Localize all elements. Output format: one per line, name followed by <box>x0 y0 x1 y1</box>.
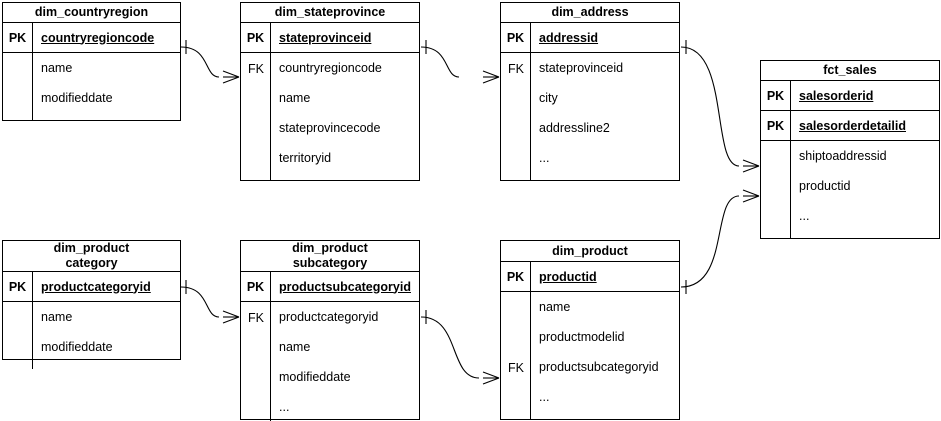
key-field-name: productid <box>539 269 597 284</box>
attribute: stateprovinceid <box>539 61 624 75</box>
attribute: countryregioncode <box>279 61 382 75</box>
fk-tag: FK <box>508 62 524 76</box>
attribute-list: name productmodelid productsubcategoryid… <box>531 292 679 419</box>
entity-title: dim_address <box>501 3 679 23</box>
attribute-section: FK countryregioncode name stateprovincec… <box>241 53 419 180</box>
key-tag: PK <box>501 262 531 291</box>
attribute: modifieddate <box>279 370 351 384</box>
key-row: PK stateprovinceid <box>241 23 419 53</box>
relationship-address-fctsales <box>680 46 740 167</box>
key-tag: PK <box>3 272 33 301</box>
attribute: territoryid <box>279 151 332 165</box>
key-row: PK salesorderid <box>761 81 939 111</box>
attribute: city <box>539 91 558 105</box>
fk-tag: FK <box>508 361 524 375</box>
key-row: PK productcategoryid <box>3 272 180 302</box>
key-row: PK salesorderdetailid <box>761 111 939 141</box>
attribute-section: name modifieddate <box>3 53 180 120</box>
key-tag: PK <box>241 272 271 301</box>
attribute: addressline2 <box>539 121 610 135</box>
key-row: PK productsubcategoryid <box>241 272 419 302</box>
relationship-countryregion-stateprovince <box>180 46 220 78</box>
entity-title: dim_stateprovince <box>241 3 419 23</box>
fk-tag: FK <box>248 311 264 325</box>
attribute: productsubcategoryid <box>539 360 659 374</box>
fk-column <box>3 302 33 369</box>
attribute-section: FK stateprovinceid city addressline2 ... <box>501 53 679 180</box>
entity-title: dim_product category <box>3 241 180 272</box>
key-field-name: addressid <box>539 30 599 45</box>
relationship-productcategory-productsubcategory <box>180 286 220 318</box>
fk-column: FK <box>501 292 531 419</box>
relationship-product-fctsales <box>680 195 740 288</box>
fk-column: FK <box>501 53 531 180</box>
crowsfoot-marker <box>222 70 240 84</box>
entity-dim-product-category[interactable]: dim_product category PK productcategoryi… <box>2 240 181 369</box>
attribute-list: productcategoryid name modifieddate ... <box>271 302 419 421</box>
crowsfoot-marker <box>482 371 500 385</box>
relationship-stateprovince-address <box>420 46 460 78</box>
attribute: productmodelid <box>539 330 625 344</box>
entity-title: dim_product <box>501 241 679 262</box>
attribute: modifieddate <box>41 340 113 354</box>
key-field-name: productsubcategoryid <box>279 279 411 294</box>
crowsfoot-marker <box>222 310 240 324</box>
attribute: productcategoryid <box>279 310 379 324</box>
attribute-section: FK productcategoryid name modifieddate .… <box>241 302 419 421</box>
attribute: name <box>279 91 311 105</box>
attribute: modifieddate <box>41 91 113 105</box>
attribute: ... <box>539 390 550 404</box>
entity-title: dim_product subcategory <box>241 241 419 272</box>
fk-column <box>3 53 33 120</box>
attribute-list: name modifieddate <box>33 302 180 369</box>
attribute-section: FK name productmodelid productsubcategor… <box>501 292 679 419</box>
crowsfoot-marker <box>482 70 500 84</box>
attribute: ... <box>799 209 810 223</box>
key-field-name: salesorderid <box>799 88 874 103</box>
entity-fct-sales[interactable]: fct_sales PK salesorderid PK salesorderd… <box>760 60 940 239</box>
entity-dim-stateprovince[interactable]: dim_stateprovince PK stateprovinceid FK … <box>240 2 420 181</box>
attribute-list: stateprovinceid city addressline2 ... <box>531 53 679 180</box>
fk-column: FK <box>241 53 271 180</box>
key-tag: PK <box>761 111 791 140</box>
attribute: name <box>41 61 73 75</box>
entity-dim-product[interactable]: dim_product PK productid FK name product… <box>500 240 680 420</box>
key-field-name: countryregioncode <box>41 30 155 45</box>
attribute-list: name modifieddate <box>33 53 180 120</box>
attribute: stateprovincecode <box>279 121 381 135</box>
entity-title: fct_sales <box>761 61 939 81</box>
entity-dim-product-subcategory[interactable]: dim_product subcategory PK productsubcat… <box>240 240 420 421</box>
entity-dim-address[interactable]: dim_address PK addressid FK stateprovinc… <box>500 2 680 181</box>
key-field-name: stateprovinceid <box>279 30 372 45</box>
attribute: ... <box>279 400 290 414</box>
key-tag: PK <box>241 23 271 52</box>
fk-column: FK <box>241 302 271 421</box>
key-tag: PK <box>761 81 791 110</box>
attribute-list: shiptoaddressid productid ... <box>791 141 939 238</box>
attribute: productid <box>799 179 851 193</box>
fk-column <box>761 141 791 238</box>
key-field-name: salesorderdetailid <box>799 118 906 133</box>
relationship-productsubcategory-product <box>420 316 480 379</box>
key-row: PK productid <box>501 262 679 292</box>
attribute: name <box>539 300 571 314</box>
entity-title: dim_countryregion <box>3 3 180 23</box>
crowsfoot-marker <box>742 159 760 173</box>
attribute: ... <box>539 151 550 165</box>
key-row: PK addressid <box>501 23 679 53</box>
key-field-name: productcategoryid <box>41 279 151 294</box>
attribute: name <box>41 310 73 324</box>
attribute-section: name modifieddate <box>3 302 180 369</box>
attribute-list: countryregioncode name stateprovincecode… <box>271 53 419 180</box>
attribute: name <box>279 340 311 354</box>
attribute-section: shiptoaddressid productid ... <box>761 141 939 238</box>
entity-dim-countryregion[interactable]: dim_countryregion PK countryregioncode n… <box>2 2 181 121</box>
crowsfoot-marker <box>742 189 760 203</box>
key-tag: PK <box>3 23 33 52</box>
attribute: shiptoaddressid <box>799 149 887 163</box>
key-tag: PK <box>501 23 531 52</box>
key-row: PK countryregioncode <box>3 23 180 53</box>
fk-tag: FK <box>248 62 264 76</box>
